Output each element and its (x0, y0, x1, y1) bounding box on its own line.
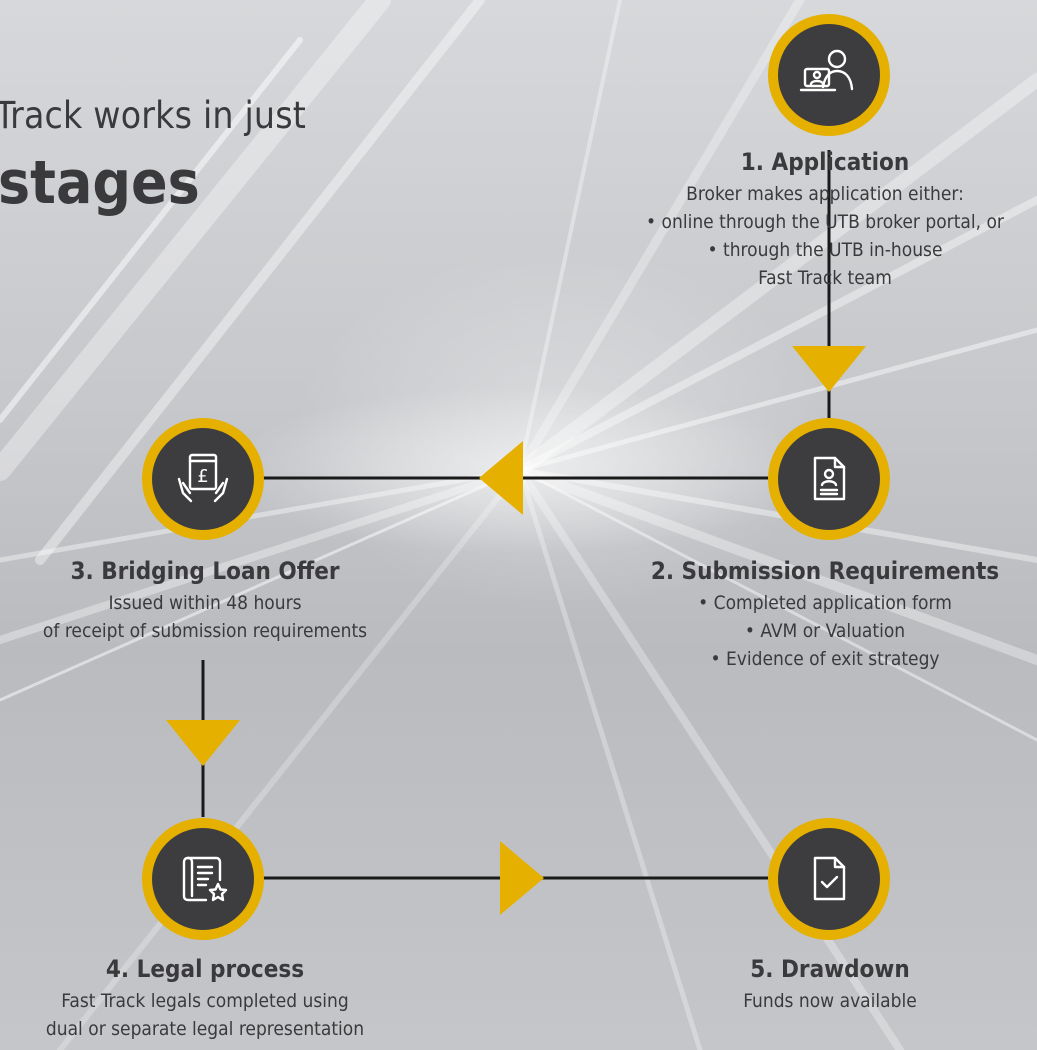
step-1-line: • online through the UTB broker portal, … (646, 211, 1004, 233)
arrow-left-2-3 (479, 441, 523, 515)
step-1-text: 1. Application Broker makes application … (600, 148, 1037, 292)
step-3-line: of receipt of submission requirements (42, 620, 368, 642)
arrow-down-1-2 (792, 346, 866, 392)
scroll-star-icon (182, 856, 228, 902)
step-2-line: • Completed application form (698, 592, 952, 614)
arrow-down-3-4 (166, 720, 240, 766)
document-person-icon (813, 456, 846, 501)
step-2-line: • AVM or Valuation (744, 620, 906, 642)
document-check-icon (813, 856, 846, 901)
step-4-line: dual or separate legal representation (45, 1018, 365, 1040)
step-3-title: 3. Bridging Loan Offer (70, 557, 340, 585)
step-4-title: 4. Legal process (105, 955, 305, 983)
step-3-line: Issued within 48 hours (108, 592, 302, 614)
step-3-text: 3. Bridging Loan Offer Issued within 48 … (0, 557, 410, 645)
arrow-right-4-5 (500, 841, 544, 915)
person-laptop-icon (799, 49, 854, 92)
step-2-title: 2. Submission Requirements (650, 557, 1000, 585)
heading-line-2: stages (0, 148, 200, 218)
step-2-text: 2. Submission Requirements • Completed a… (600, 557, 1037, 673)
step-5-title: 5. Drawdown (750, 955, 910, 983)
svg-text:£: £ (197, 466, 208, 487)
step-2-icon-badge (768, 418, 890, 540)
step-5-text: 5. Drawdown Funds now available (680, 955, 980, 1015)
step-2-line: • Evidence of exit strategy (710, 648, 940, 670)
step-1-line: Fast Track team (758, 267, 892, 289)
step-1-line: • through the UTB in-house (707, 239, 943, 261)
step-1-line: Broker makes application either: (686, 183, 964, 205)
step-3-icon-badge: £ (142, 418, 264, 540)
step-1-icon-badge (768, 14, 890, 136)
step-1-title: 1. Application (740, 148, 910, 176)
heading-line-1: Track works in just (0, 94, 307, 137)
step-4-line: Fast Track legals completed using (61, 990, 349, 1012)
hands-pound-tablet-icon: £ (177, 453, 229, 503)
step-5-line: Funds now available (743, 990, 917, 1012)
step-4-icon-badge (142, 818, 264, 940)
step-5-icon-badge (768, 818, 890, 940)
step-4-text: 4. Legal process Fast Track legals compl… (0, 955, 410, 1043)
